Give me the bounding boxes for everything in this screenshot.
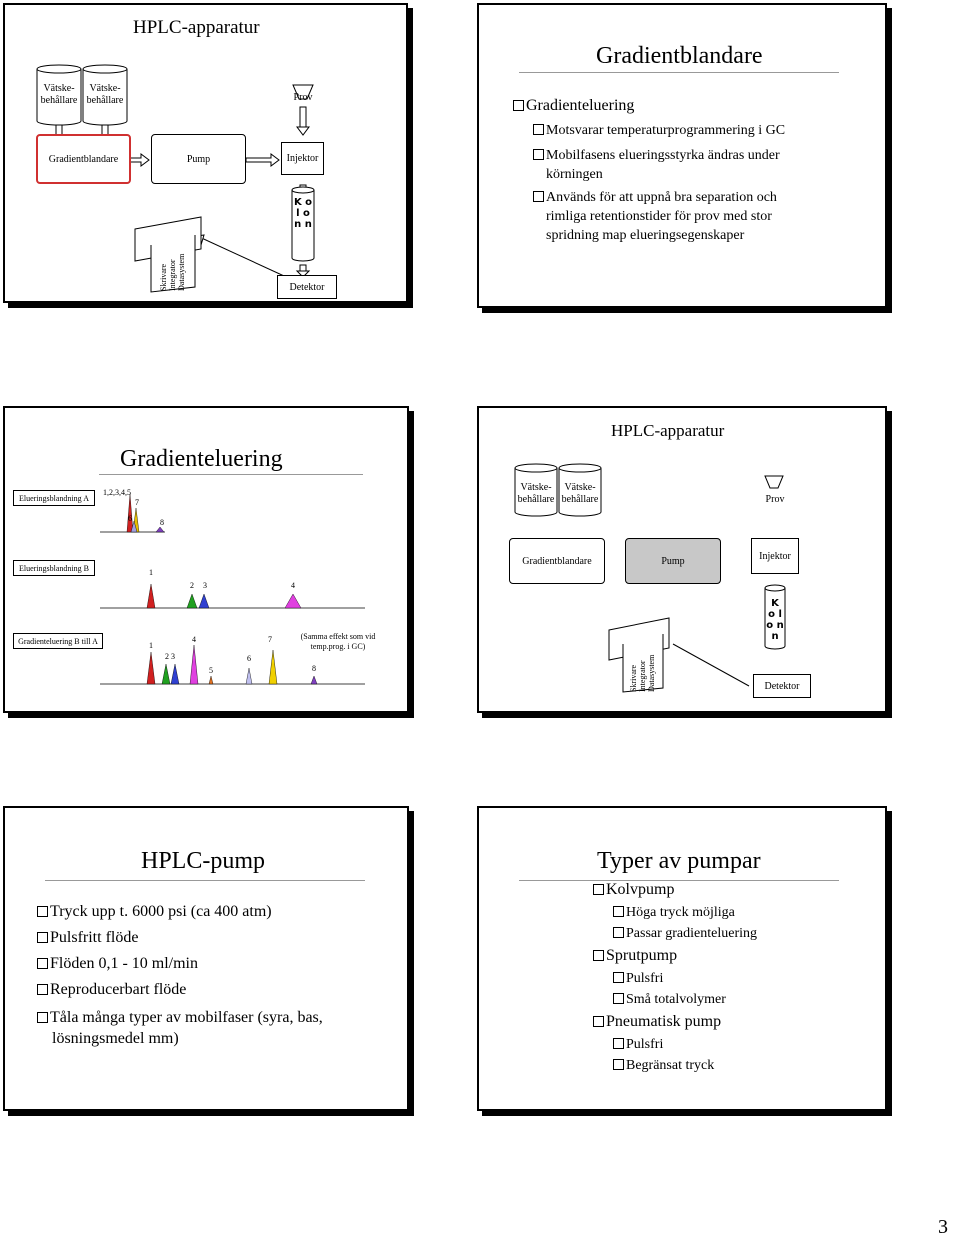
slide-gradient-elution: Gradienteluering Elueringsblandning A El… [3, 406, 409, 713]
sub-bullet: Små totalvolymer [613, 992, 726, 1008]
slide-title: HPLC-apparatur [133, 17, 260, 38]
checkbox-icon [37, 906, 48, 917]
title-rule [519, 880, 839, 881]
peak-label: 5 [209, 666, 213, 675]
solvent-reservoir-1: Vätske- behållare [40, 83, 78, 106]
sample-label: Prov [293, 91, 313, 103]
injector-box: Injektor [751, 538, 799, 574]
checkbox-icon [613, 927, 624, 938]
sub-bullet-1: Motsvarar temperaturprogrammering i GC [533, 123, 785, 139]
title-rule [45, 880, 365, 881]
gradient-mixer-box: Gradientblandare [509, 538, 605, 584]
bullet-pneumatic-pump: Pneumatisk pump [593, 1013, 721, 1031]
effect-note: (Samma effekt som vid temp.prog. i GC) [300, 632, 376, 651]
slide-title: Typer av pumpar [597, 848, 761, 874]
checkbox-icon [613, 906, 624, 917]
peak-label: 6 [247, 654, 251, 663]
bullet-mobile-phases: Tåla många typer av mobilfaser (syra, ba… [37, 1007, 323, 1049]
row-label-a: Elueringsblandning A [13, 490, 95, 506]
detector-box: Detektor [753, 674, 811, 698]
peak-label: 8 [160, 518, 164, 527]
slide-title: Gradienteluering [120, 446, 283, 472]
recorder-label: Skrivare Integrator Datasystem [629, 654, 656, 692]
pump-box: Pump [151, 134, 246, 184]
sub-bullet-2: Mobilfasens elueringsstyrka ändras under… [533, 146, 780, 184]
peak-label: 4 [291, 581, 295, 590]
solvent-reservoir-2: Vätske- behållare [561, 482, 599, 505]
checkbox-icon [37, 984, 48, 995]
checkbox-icon [613, 1059, 624, 1070]
sub-bullet: Passar gradienteluering [613, 926, 757, 942]
peak-label: 8 [312, 664, 316, 673]
title-rule [519, 72, 839, 73]
bullet-piston-pump: Kolvpump [593, 881, 674, 899]
checkbox-icon [533, 191, 544, 202]
slide-hplc-pump: HPLC-pump Tryck upp t. 6000 psi (ca 400 … [3, 806, 409, 1111]
recorder-label: Skrivare Integrator Datasystem [159, 253, 186, 291]
slide-title: Gradientblandare [596, 43, 763, 69]
row-label-b: Elueringsblandning B [13, 560, 95, 576]
bullet-gradient-elution: Gradienteluering [513, 97, 634, 115]
page-number: 3 [938, 1216, 948, 1238]
bullet-pressure: Tryck upp t. 6000 psi (ca 400 atm) [37, 903, 272, 921]
slide-pump-types: Typer av pumpar Kolvpump Höga tryck möjl… [477, 806, 887, 1111]
peak-label: 7 [135, 498, 139, 507]
checkbox-icon [613, 993, 624, 1004]
checkbox-icon [533, 149, 544, 160]
peak-label: 1,2,3,4,5 [103, 488, 131, 497]
pump-box: Pump [625, 538, 721, 584]
peak-label: 2 [190, 581, 194, 590]
slide-gradient-mixer: Gradientblandare Gradienteluering Motsva… [477, 3, 887, 308]
slide-hplc-apparatus-1: HPLC-apparatur Vätske- behållare Vätske-… [3, 3, 408, 303]
apparatus-diagram [36, 64, 315, 293]
checkbox-icon [613, 972, 624, 983]
peak-label: 7 [268, 635, 272, 644]
bullet-pulse-free: Pulsfritt flöde [37, 929, 138, 947]
column: K o l o n n [293, 197, 313, 230]
bullet-reproducible: Reproducerbart flöde [37, 981, 186, 999]
bullet-flow: Flöden 0,1 - 10 ml/min [37, 955, 198, 973]
checkbox-icon [533, 124, 544, 135]
solvent-reservoir-2: Vätske- behållare [86, 83, 124, 106]
gradient-mixer-box: Gradientblandare [36, 134, 131, 184]
checkbox-icon [37, 932, 48, 943]
slide-hplc-apparatus-2: HPLC-apparatur Vätske- behållare Vätske-… [477, 406, 887, 713]
sample-label: Prov [765, 493, 785, 505]
checkbox-icon [613, 1038, 624, 1049]
checkbox-icon [513, 100, 524, 111]
apparatus-diagram [514, 463, 786, 693]
detector-box: Detektor [277, 275, 337, 299]
slide-title: HPLC-pump [141, 848, 266, 874]
peak-label: 1 [149, 568, 153, 577]
peak-label: 3 [203, 581, 207, 590]
checkbox-icon [37, 1012, 48, 1023]
title-rule [99, 474, 363, 475]
injector-box: Injektor [281, 142, 324, 175]
sub-bullet: Pulsfri [613, 971, 663, 987]
sub-bullet: Pulsfri [613, 1037, 663, 1053]
solvent-reservoir-1: Vätske- behållare [517, 482, 555, 505]
peak-label: 6 [128, 514, 132, 523]
checkbox-icon [593, 1016, 604, 1027]
sub-bullet: Höga tryck möjliga [613, 905, 735, 921]
row-label-c: Gradienteluering B till A [13, 633, 103, 649]
checkbox-icon [593, 884, 604, 895]
peak-label: 1 [149, 641, 153, 650]
column: K o l o n n [766, 598, 784, 642]
peak-label: 4 [192, 635, 196, 644]
chromatograms [100, 493, 365, 685]
checkbox-icon [593, 950, 604, 961]
checkbox-icon [37, 958, 48, 969]
peak-label: 2 3 [165, 652, 175, 661]
sub-bullet: Begränsat tryck [613, 1058, 714, 1074]
bullet-syringe-pump: Sprutpump [593, 947, 677, 965]
slide-title: HPLC-apparatur [611, 421, 725, 440]
sub-bullet-3: Används för att uppnå bra separation och… [533, 188, 777, 245]
